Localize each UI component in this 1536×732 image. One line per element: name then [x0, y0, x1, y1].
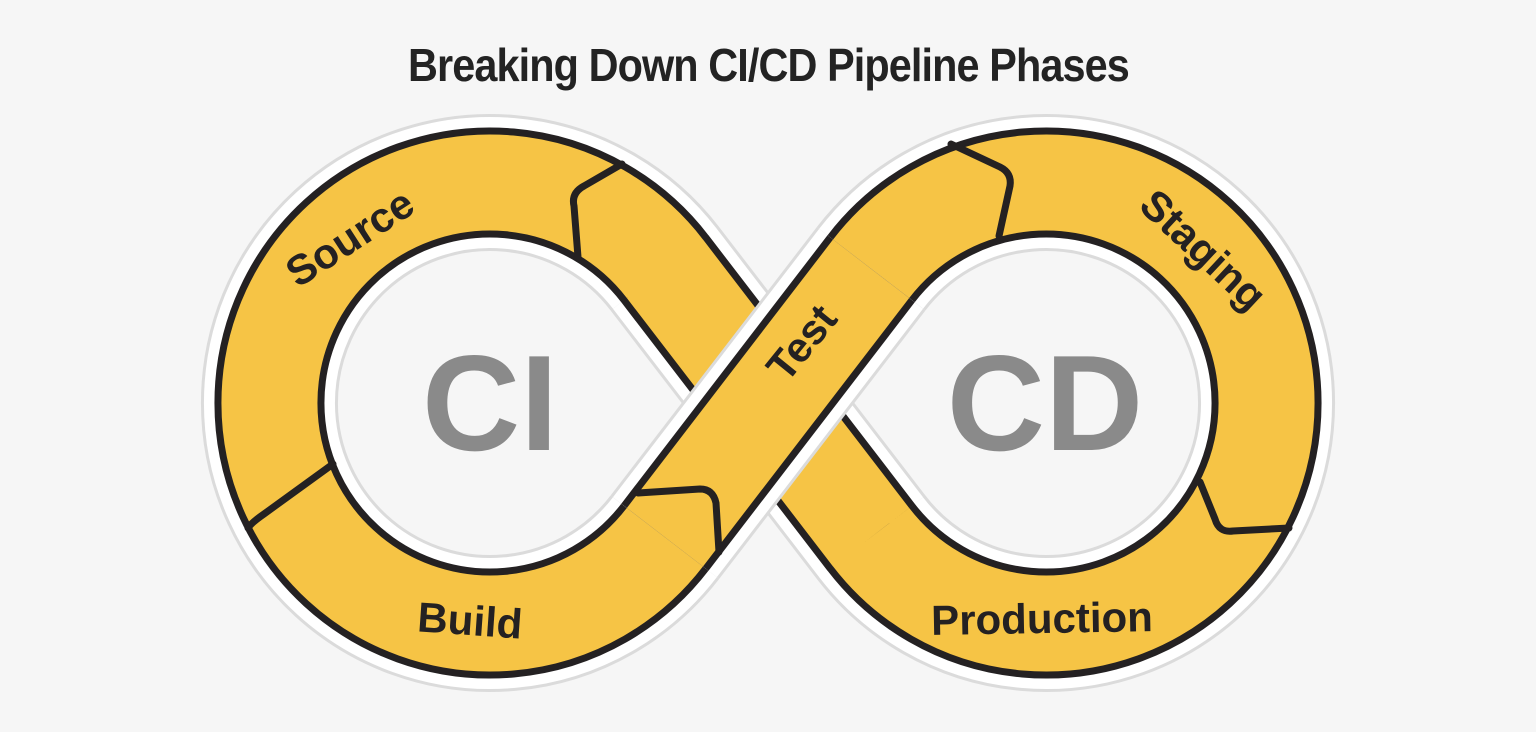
divider-source-begin [570, 160, 626, 261]
page-title-text: Breaking Down CI/CD Pipeline Phases [407, 39, 1130, 91]
divider-build-test [634, 485, 723, 556]
divider-staging-production [1196, 478, 1293, 535]
label-build: Build [416, 593, 524, 647]
label-cd: CD [947, 327, 1143, 479]
divider-test-staging [947, 140, 1014, 240]
label-production: Production [931, 593, 1153, 644]
page-title: Breaking Down CI/CD Pipeline Phases [0, 38, 1536, 92]
label-ci: CI [422, 327, 558, 479]
divider-source-build [244, 460, 337, 532]
